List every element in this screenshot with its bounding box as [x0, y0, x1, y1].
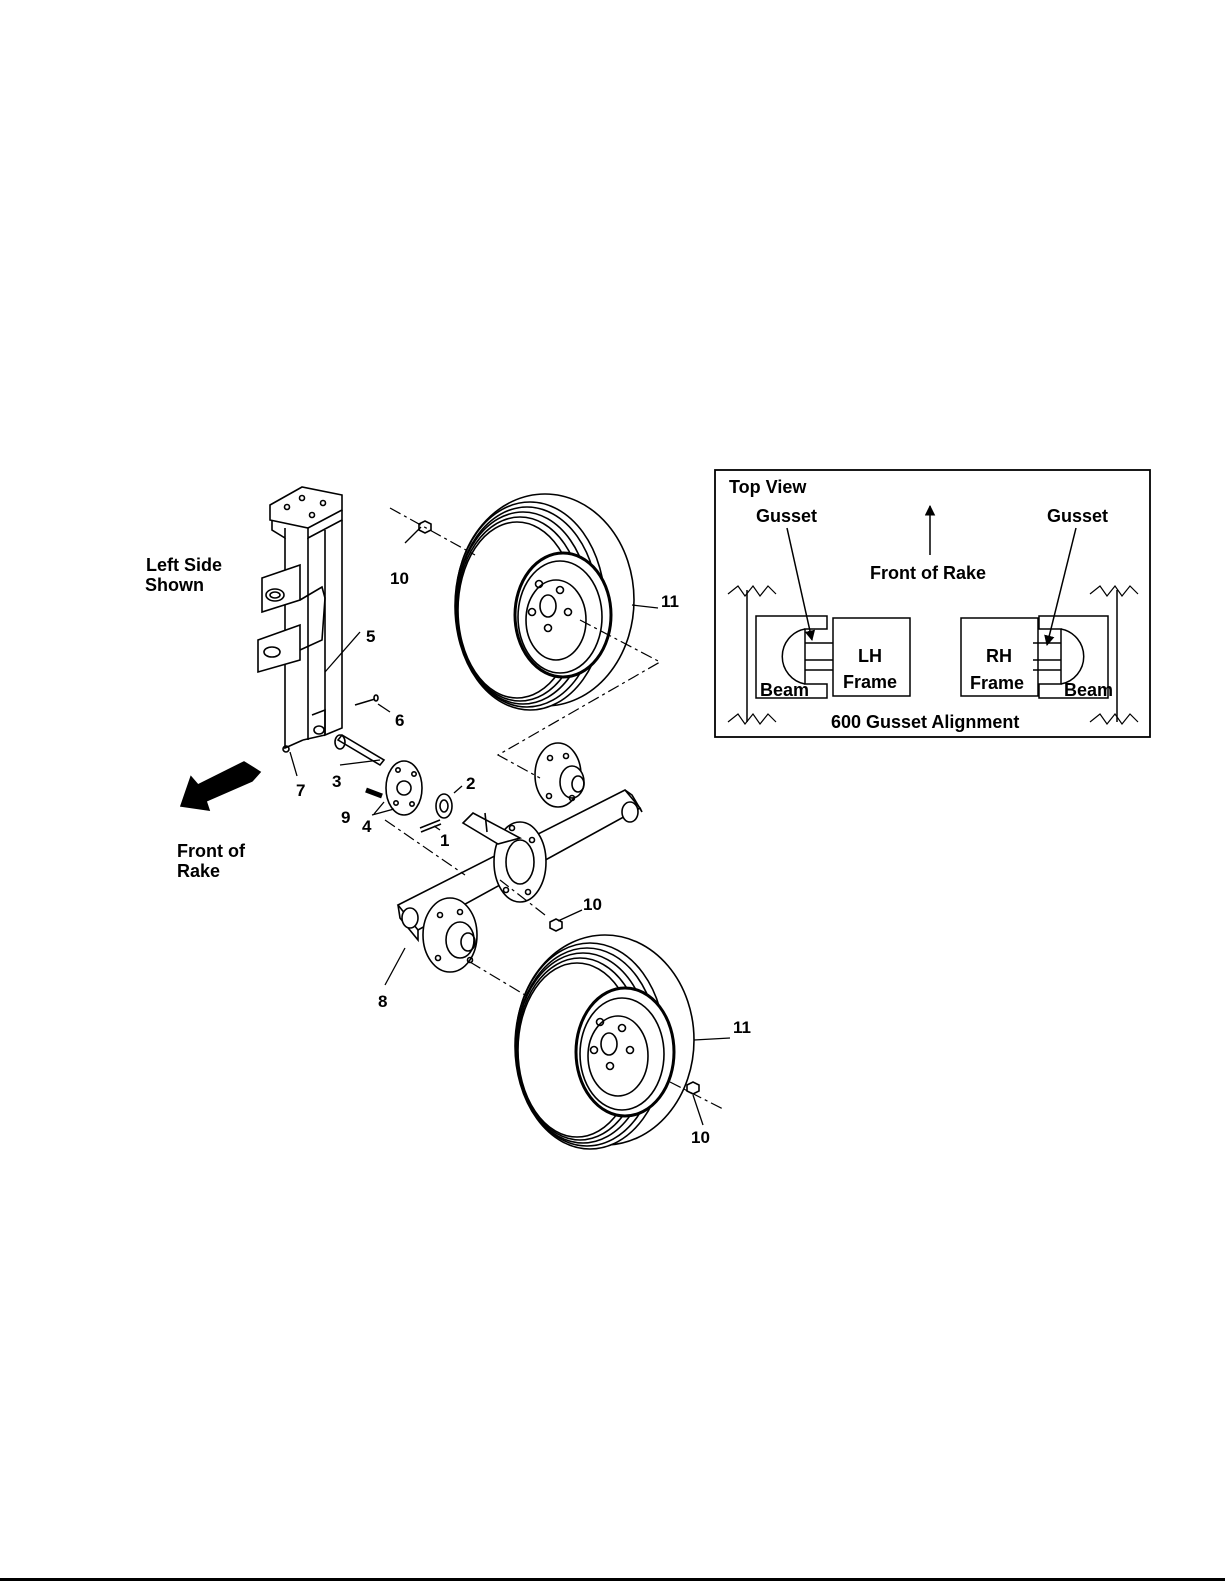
rh-frame-line2: Frame [970, 673, 1024, 693]
lower-tire [515, 935, 694, 1149]
main-labels: Left Side Shown Front of Rake [145, 555, 246, 881]
callout-1: 1 [440, 831, 449, 850]
lh-frame-line1: LH [858, 646, 882, 666]
inset-labels: Top View Gusset Gusset Front of Rake LH … [729, 477, 1113, 732]
callout-2: 2 [466, 774, 475, 793]
exploded-view [181, 487, 730, 1149]
inset-caption: 600 Gusset Alignment [831, 712, 1019, 732]
callout-11-bottom: 11 [733, 1018, 751, 1037]
beam-right-label: Beam [1064, 680, 1113, 700]
front-of-rake-line2: Rake [177, 861, 220, 881]
upper-tire [455, 494, 634, 710]
left-side-shown-line1: Left Side [146, 555, 222, 575]
lh-frame-line2: Frame [843, 672, 897, 692]
callout-7: 7 [296, 781, 305, 800]
beam-left-label: Beam [760, 680, 809, 700]
gusset-left-arrow-icon [787, 528, 812, 640]
callout-3: 3 [332, 772, 341, 791]
nut-middle [550, 919, 562, 931]
callout-10-middle: 10 [583, 895, 602, 914]
gusset-right-label: Gusset [1047, 506, 1108, 526]
nut-bottom [687, 1082, 699, 1094]
front-of-rake-arrow-icon [181, 762, 260, 810]
callout-9: 9 [341, 808, 350, 827]
rh-frame-line1: RH [986, 646, 1012, 666]
gusset-right-arrow-icon [1047, 528, 1076, 645]
callout-8: 8 [378, 992, 387, 1011]
callout-5: 5 [366, 627, 375, 646]
callout-11-top: 11 [661, 592, 679, 611]
front-of-rake-line1: Front of [177, 841, 246, 861]
gusset-left-label: Gusset [756, 506, 817, 526]
inset-title: Top View [729, 477, 807, 497]
callout-4: 4 [362, 817, 372, 836]
callout-10-bottom: 10 [691, 1128, 710, 1147]
callout-6: 6 [395, 711, 404, 730]
callout-10-top: 10 [390, 569, 409, 588]
leg-column [258, 487, 342, 748]
left-side-shown-line2: Shown [145, 575, 204, 595]
page-bottom-rule [0, 1578, 1225, 1581]
inset-front-of-rake: Front of Rake [870, 563, 986, 583]
